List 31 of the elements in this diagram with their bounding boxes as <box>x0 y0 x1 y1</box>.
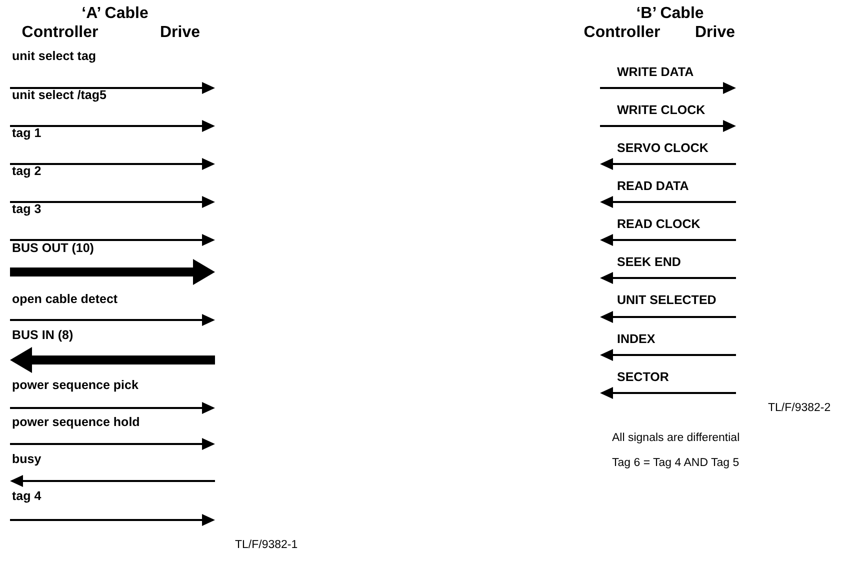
column-heading: Drive <box>158 23 202 43</box>
signal-label: UNIT SELECTED <box>617 293 716 309</box>
signal-label: WRITE DATA <box>617 65 694 81</box>
signal-label: busy <box>12 452 42 468</box>
column-heading: Drive <box>694 23 736 43</box>
signal-label: READ DATA <box>617 179 689 195</box>
signal-label: open cable detect <box>12 292 118 308</box>
figure-code: TL/F/9382-1 <box>235 538 298 552</box>
signal-label: INDEX <box>617 332 656 348</box>
note-text: All signals are differential <box>612 431 740 446</box>
signal-label: unit select /tag5 <box>12 88 106 104</box>
signal-label: SECTOR <box>617 370 669 386</box>
note-text: Tag 6 = Tag 4 AND Tag 5 <box>612 456 740 470</box>
signal-label: tag 3 <box>12 202 42 218</box>
signal-label: WRITE CLOCK <box>617 103 706 119</box>
signal-label: BUS IN (8) <box>12 328 74 344</box>
column-heading: Controller <box>20 23 100 43</box>
signal-label: unit select tag <box>12 49 96 65</box>
signal-label: tag 4 <box>12 489 42 505</box>
signal-label: SEEK END <box>617 255 681 271</box>
signal-label: READ CLOCK <box>617 217 700 233</box>
figure-code: TL/F/9382-2 <box>768 401 831 416</box>
signal-label: BUS OUT (10) <box>12 241 94 257</box>
cable-heading: ‘B’ Cable <box>635 4 705 24</box>
cable-heading: ‘A’ Cable <box>80 4 150 24</box>
column-heading: Controller <box>582 23 662 43</box>
signal-label: tag 2 <box>12 164 42 180</box>
signal-label: power sequence hold <box>12 415 140 431</box>
signal-label: SERVO CLOCK <box>617 141 708 157</box>
signal-label: power sequence pick <box>12 378 138 394</box>
signal-label: tag 1 <box>12 126 42 142</box>
